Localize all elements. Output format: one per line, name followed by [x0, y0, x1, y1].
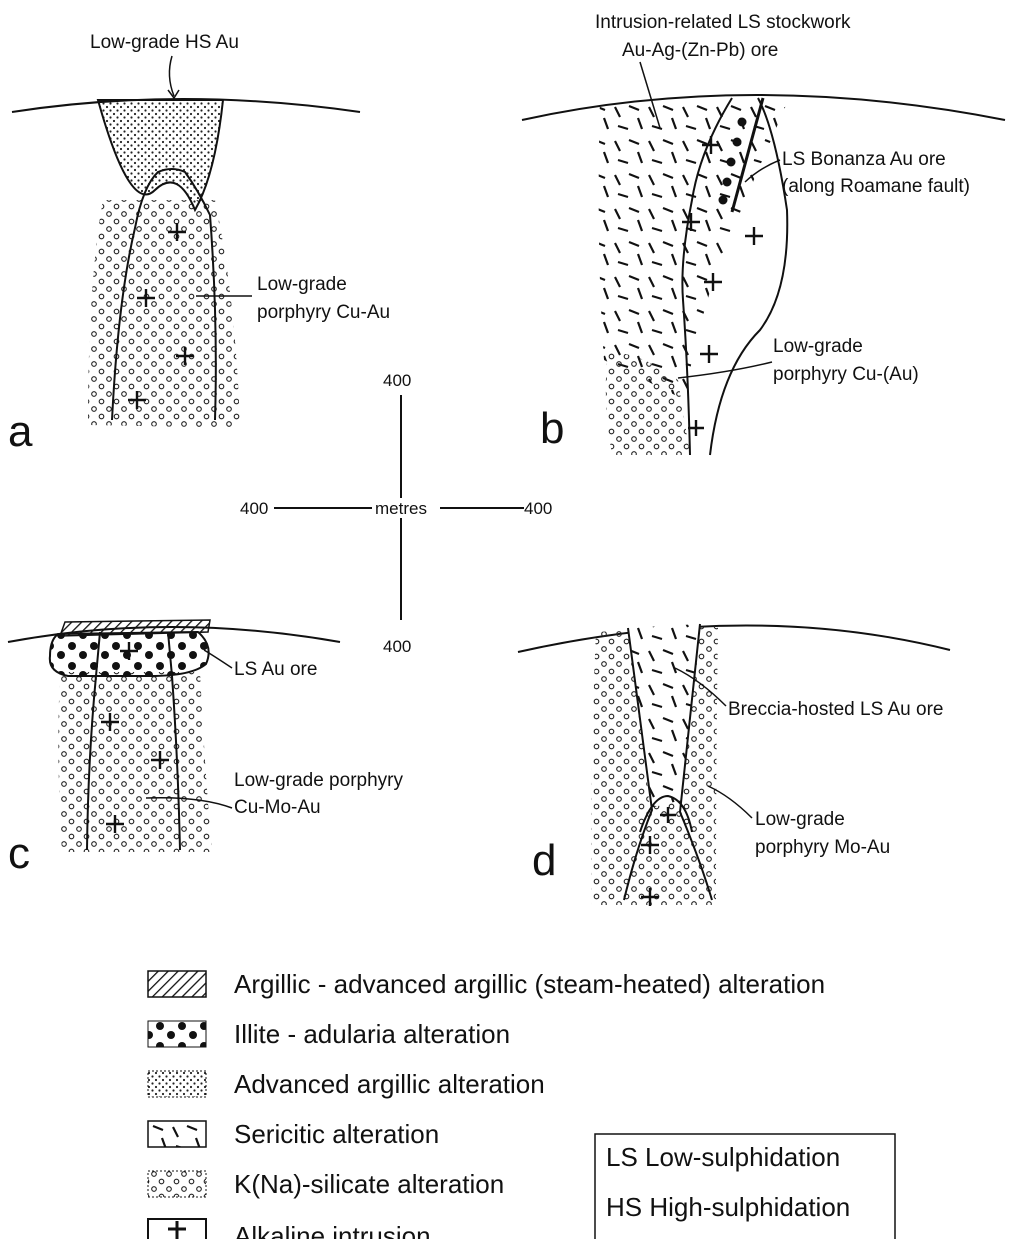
scale-bottom: 400 — [383, 637, 411, 656]
label-bonanza-b-1: LS Bonanza Au ore — [782, 149, 946, 170]
legend: Argillic - advanced argillic (steam-heat… — [148, 969, 895, 1239]
legend-swatch-dashes — [148, 1121, 206, 1147]
legend-item-big-dots: Illite - adularia alteration — [148, 1019, 510, 1049]
label-bonanza-b-2: (along Roamane fault) — [782, 176, 970, 197]
legend-item-fine-dots: Advanced argillic alteration — [148, 1069, 545, 1099]
legend-swatch-big-dots — [148, 1021, 206, 1047]
panel-b: Intrusion-related LS stockwork Au-Ag-(Zn… — [522, 12, 1005, 455]
label-porphyry-b-2: porphyry Cu-(Au) — [773, 364, 919, 385]
legend-item-circles: K(Na)-silicate alteration — [148, 1169, 504, 1199]
label-porphyry-d-1: Low-grade — [755, 809, 845, 830]
legend-item-hatch: Argillic - advanced argillic (steam-heat… — [148, 969, 825, 999]
label-stockwork-b-1: Intrusion-related LS stockwork — [595, 12, 851, 33]
panel-c: LS Au ore Low-grade porphyry Cu-Mo-Au c — [8, 620, 403, 878]
legend-label-hatch: Argillic - advanced argillic (steam-heat… — [234, 969, 825, 999]
label-stockwork-b-2: Au-Ag-(Zn-Pb) ore — [622, 40, 778, 61]
abbr-hs: HS High-sulphidation — [606, 1192, 850, 1222]
legend-swatch-fine-dots — [148, 1071, 206, 1097]
label-porphyry-b-1: Low-grade — [773, 336, 863, 357]
label-breccia-d: Breccia-hosted LS Au ore — [728, 699, 943, 720]
scale-top: 400 — [383, 371, 411, 390]
k-silicate-zone-a — [88, 200, 240, 428]
legend-label-cross: Alkaline intrusion — [234, 1221, 431, 1239]
panel-d: Breccia-hosted LS Au ore Low-grade porph… — [518, 624, 950, 906]
legend-item-dashes: Sericitic alteration — [148, 1119, 439, 1149]
panel-letter-d: d — [532, 836, 556, 885]
label-porphyry-d-2: porphyry Mo-Au — [755, 837, 890, 858]
abbreviation-box: LS Low-sulphidation HS High-sulphidation — [595, 1134, 895, 1239]
legend-swatch-hatch — [148, 971, 206, 997]
legend-swatch-circles — [148, 1171, 206, 1197]
legend-label-fine-dots: Advanced argillic alteration — [234, 1069, 545, 1099]
scale-left: 400 — [240, 499, 268, 518]
label-porphyry-a-1: Low-grade — [257, 274, 347, 295]
panel-letter-a: a — [8, 407, 33, 456]
hs-advanced-argillic-zone-a — [98, 100, 223, 210]
legend-label-circles: K(Na)-silicate alteration — [234, 1169, 504, 1199]
label-ls-au-c: LS Au ore — [234, 659, 317, 680]
panel-a: Low-grade HS Au Low-grade porphyry Cu-Au… — [8, 32, 390, 456]
abbr-ls: LS Low-sulphidation — [606, 1142, 840, 1172]
scale-right: 400 — [524, 499, 552, 518]
scale-unit: metres — [375, 499, 427, 518]
label-hs-au-a: Low-grade HS Au — [90, 32, 239, 53]
label-porphyry-c-1: Low-grade porphyry — [234, 770, 403, 791]
scale-cross: 400 400 metres 400 400 — [240, 371, 552, 656]
surface-line-d — [518, 625, 950, 652]
label-porphyry-a-2: porphyry Cu-Au — [257, 302, 390, 323]
legend-item-cross: Alkaline intrusion — [148, 1219, 431, 1239]
legend-label-big-dots: Illite - adularia alteration — [234, 1019, 510, 1049]
k-silicate-zone-c — [58, 672, 212, 852]
legend-label-dashes: Sericitic alteration — [234, 1119, 439, 1149]
sericitic-zone-b — [599, 96, 790, 400]
label-porphyry-c-2: Cu-Mo-Au — [234, 797, 321, 818]
panel-letter-c: c — [8, 829, 30, 878]
panel-letter-b: b — [540, 404, 564, 453]
